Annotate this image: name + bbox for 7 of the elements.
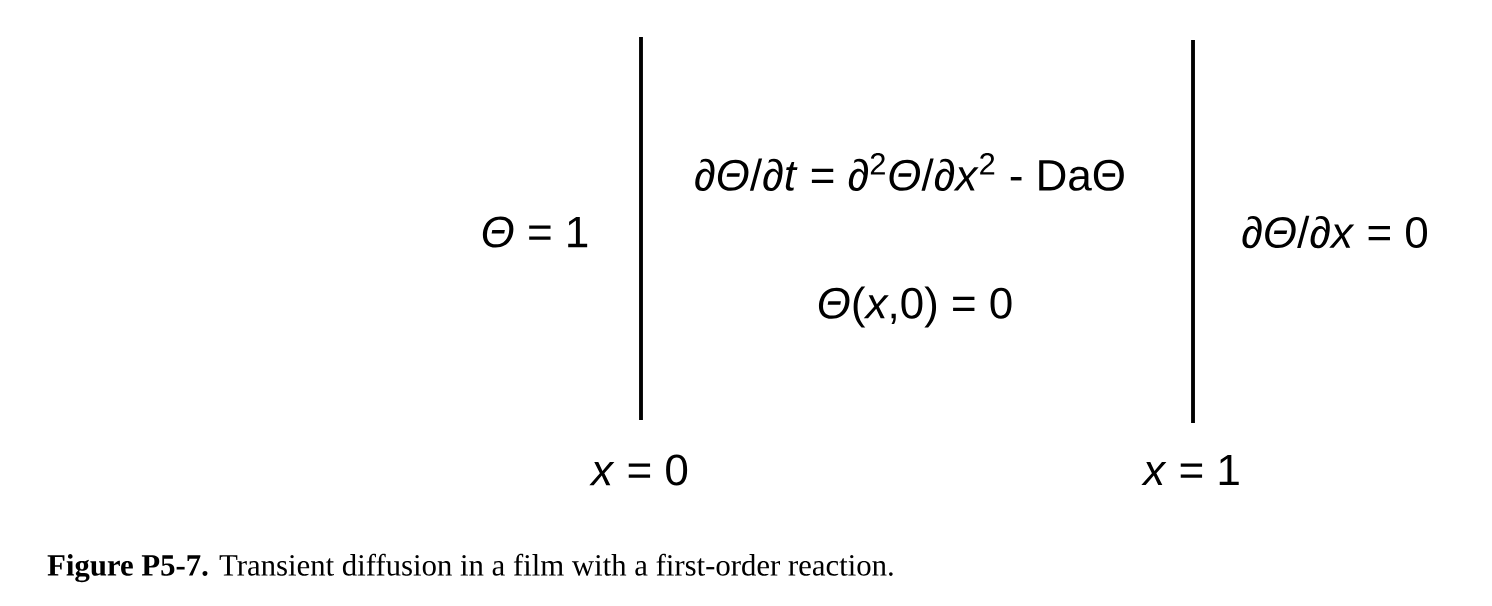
caption: Figure P5-7. Transient diffusion in a film with a first-order reaction. <box>47 553 893 583</box>
boundary-condition: ∂Θ/∂x = 0 <box>1242 215 1428 249</box>
position-label: x = 0 <box>589 454 688 486</box>
boundary-condition: Θ = 1 <box>482 216 588 248</box>
initial-condition: Θ(x,0) = 0 <box>818 286 1012 328</box>
equation: ∂Θ/∂t = ∂$^{2}$Θ/∂x$^{2}$ - DaΘ <box>695 153 1124 191</box>
position-label: x = 1 <box>1141 454 1239 486</box>
